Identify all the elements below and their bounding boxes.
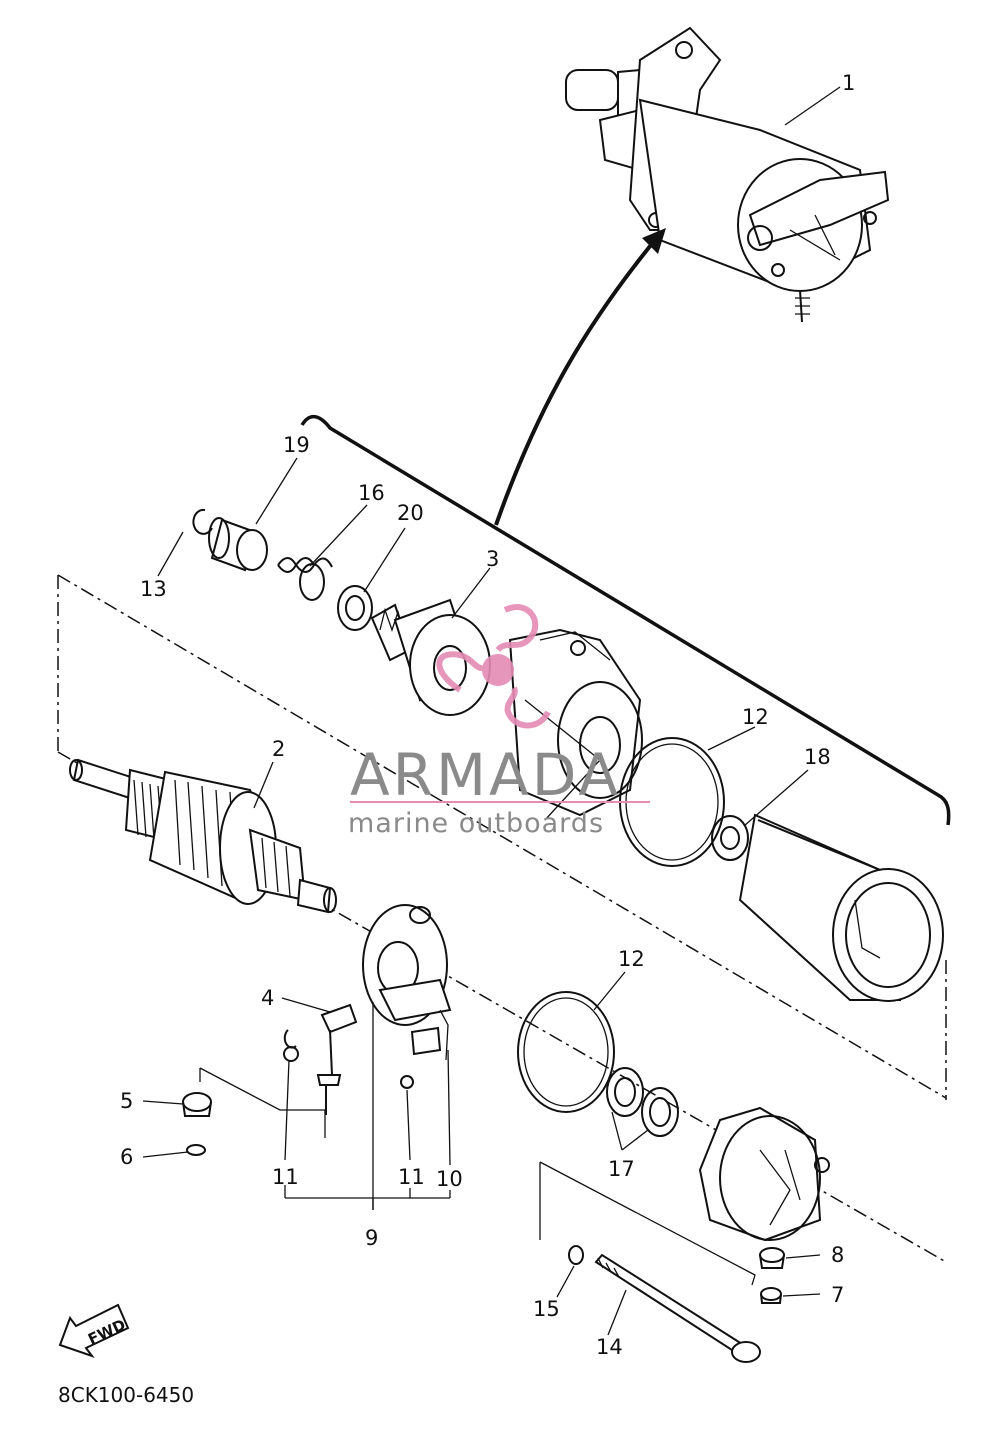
callout-10: 10: [436, 1167, 463, 1191]
callout-8: 8: [831, 1243, 844, 1267]
callout-15: 15: [533, 1297, 560, 1321]
callout-16: 16: [358, 481, 385, 505]
watermark-logo-mark: [436, 604, 551, 729]
callout-7: 7: [831, 1283, 844, 1307]
front-bracket: [508, 628, 643, 821]
callout-5: 5: [120, 1089, 133, 1113]
callout-2: 2: [272, 737, 285, 761]
o-ring-12-lower: [517, 991, 615, 1113]
callout-3: 3: [486, 547, 499, 571]
callout-labels: 1 2 3 4 5 6 7 8 9 10 11 11 12 12 13 14 1…: [120, 71, 855, 1359]
nut-8: [759, 1247, 785, 1269]
o-ring-15: [568, 1245, 584, 1265]
cap-nut-5: [182, 1092, 212, 1117]
through-bolt-14: [594, 1253, 761, 1363]
yoke-housing: [738, 813, 944, 1002]
starter-motor-assembly: [565, 26, 890, 323]
brush-10: [410, 1009, 449, 1061]
rear-cover: [698, 1106, 830, 1242]
callout-14: 14: [596, 1335, 623, 1359]
spring-clip-11-right: [400, 1075, 414, 1089]
watermark-subtitle: marine outboards: [348, 808, 604, 839]
callout-20: 20: [397, 501, 424, 525]
brush-holder-plate-9: [362, 904, 452, 1026]
callout-1: 1: [842, 71, 855, 95]
callout-18: 18: [804, 745, 831, 769]
fwd-arrow-icon: FWD: [58, 1303, 130, 1359]
spring-16: [277, 557, 333, 601]
callout-13: 13: [140, 577, 167, 601]
spring-clip-11-left: [283, 1029, 297, 1049]
nut-7: [760, 1287, 782, 1304]
callout-12-lower: 12: [618, 947, 645, 971]
callout-4: 4: [261, 986, 274, 1010]
part-code: 8CK100-6450: [58, 1383, 194, 1407]
callout-9: 9: [365, 1226, 378, 1250]
washer-6: [186, 1144, 206, 1156]
callout-11-left: 11: [272, 1165, 299, 1189]
clutch-3: [370, 598, 491, 716]
brush-4: [316, 1003, 358, 1115]
callout-11-right: 11: [398, 1165, 425, 1189]
washers-17: [606, 1067, 679, 1137]
armature-2: [69, 758, 337, 914]
callout-6: 6: [120, 1145, 133, 1169]
callout-19: 19: [283, 433, 310, 457]
washer-18: [711, 815, 749, 861]
bushing-19: [208, 517, 268, 572]
callout-12-upper: 12: [742, 705, 769, 729]
callout-17: 17: [608, 1157, 635, 1181]
circlip-13: [192, 508, 213, 535]
washer-20: [337, 585, 373, 631]
leader-lines: [142, 86, 841, 1336]
watermark-title: ARMADA: [350, 741, 621, 809]
